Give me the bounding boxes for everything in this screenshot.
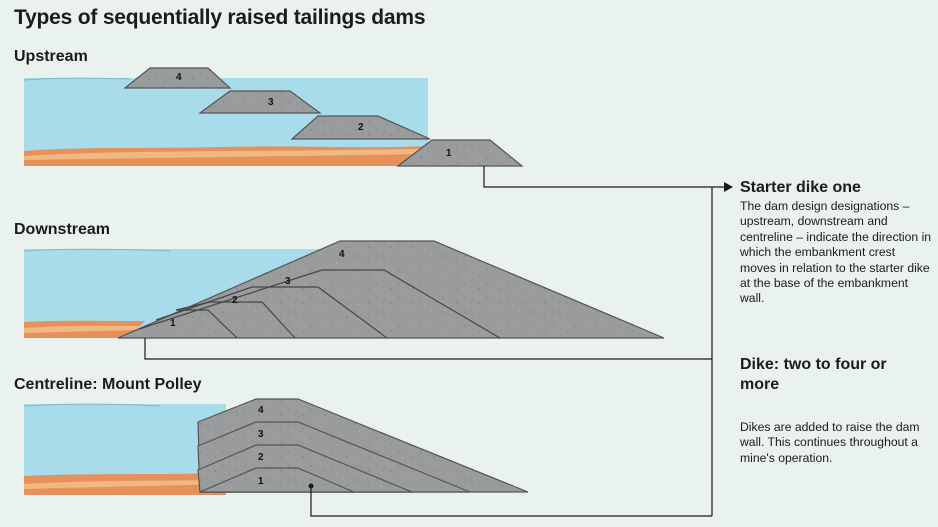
upstream-dike-1-label: 1	[446, 148, 452, 159]
starter-dike-description: The dam design designations – upstream, …	[740, 199, 932, 306]
centreline-label: Centreline: Mount Polley	[14, 376, 202, 393]
centreline-sediment-light	[24, 480, 222, 489]
upstream-label: Upstream	[14, 48, 88, 65]
centreline-water-surface	[23, 403, 161, 407]
downstream-water-surface	[23, 248, 171, 252]
upstream-dike-2-label: 2	[358, 122, 364, 133]
dike-raise-heading: Dike: two to four or more	[740, 356, 887, 393]
upstream-dike-3	[198, 90, 322, 114]
downstream-dike-4-label: 4	[339, 249, 345, 260]
centreline-leader-line	[310, 486, 712, 517]
centreline-diagram: 4 3 2 1	[23, 398, 529, 495]
starter-dike-heading: Starter dike one	[740, 179, 861, 196]
downstream-sediment-light	[24, 325, 140, 333]
downstream-leader-line	[144, 338, 712, 360]
centreline-dike-4-label: 4	[258, 405, 264, 416]
centreline-dike-2-label: 2	[258, 452, 264, 463]
downstream-dike-2-boundary	[175, 301, 296, 339]
downstream-diagram: 4 3 2 1	[23, 240, 665, 339]
dike-raise-description: Dikes are added to raise the dam wall. T…	[740, 420, 920, 465]
centreline-leader-dot	[308, 483, 314, 489]
centreline-dike-1	[199, 467, 355, 493]
downstream-dike-4-boundary	[138, 269, 501, 339]
downstream-dike-1-label: 1	[170, 318, 176, 329]
leader-lines	[144, 166, 732, 517]
downstream-embankment	[117, 240, 665, 339]
centreline-dike-3-label: 3	[258, 429, 264, 440]
arrow-head-icon	[724, 182, 733, 192]
upstream-dike-3-label: 3	[268, 97, 274, 108]
downstream-dike-1-boundary	[176, 309, 238, 339]
upstream-diagram: 4 3 2 1	[23, 67, 524, 167]
centreline-dike-1-label: 1	[258, 476, 264, 487]
centreline-water	[24, 404, 226, 495]
upstream-dike-4-label: 4	[176, 72, 182, 83]
upstream-water-surface	[23, 77, 131, 81]
downstream-dike-2-label: 2	[232, 295, 238, 306]
upstream-dike-1	[396, 139, 524, 167]
downstream-water	[24, 249, 332, 338]
upstream-dike-2	[290, 115, 431, 140]
downstream-dike-3-label: 3	[285, 276, 291, 287]
diagram-title: Types of sequentially raised tailings da…	[14, 6, 426, 29]
upstream-dike-4	[123, 67, 232, 89]
upstream-leader-line	[483, 166, 722, 188]
downstream-label: Downstream	[14, 221, 111, 238]
upstream-sediment-light	[24, 149, 422, 160]
